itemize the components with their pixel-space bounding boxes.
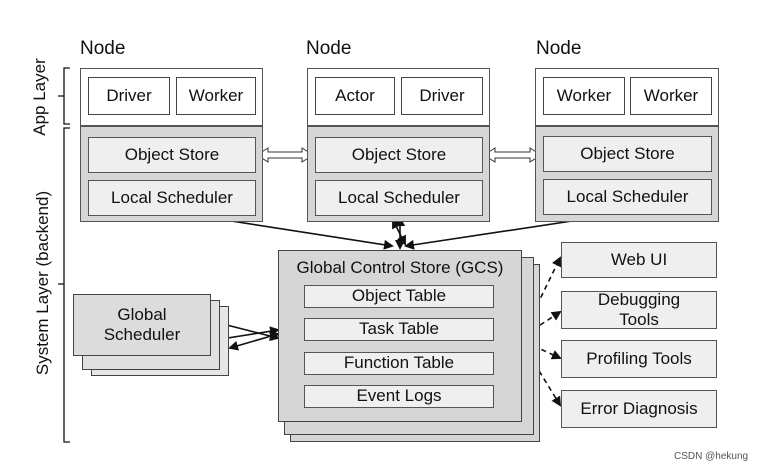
node-2-actor: Actor <box>315 77 395 115</box>
gcs-task-table: Task Table <box>304 318 494 341</box>
node-1-driver: Driver <box>88 77 170 115</box>
node-2-object-store: Object Store <box>315 137 483 173</box>
gcs-function-table: Function Table <box>304 352 494 375</box>
tool-error-diagnosis: Error Diagnosis <box>561 390 717 428</box>
arrow-gs-gcs-3 <box>228 331 280 351</box>
gcs-event-logs: Event Logs <box>304 385 494 408</box>
tool-web-ui: Web UI <box>561 242 717 278</box>
node-3-worker-2: Worker <box>630 77 712 115</box>
node-1-object-store: Object Store <box>88 137 256 173</box>
arrow-gcs-profiling <box>524 341 562 360</box>
gcs-title: Global Control Store (GCS) <box>296 258 504 277</box>
node-1-title: Node <box>80 38 126 59</box>
node-2-driver: Driver <box>401 77 483 115</box>
arrow-ls2-gcs-b <box>392 218 406 246</box>
node-2-title: Node <box>306 38 352 59</box>
global-scheduler: Global Scheduler <box>73 294 211 356</box>
node-1-worker: Worker <box>176 77 256 115</box>
node-3-local-scheduler: Local Scheduler <box>543 179 712 215</box>
node-3-title: Node <box>536 38 582 59</box>
node-3-worker-1: Worker <box>543 77 625 115</box>
watermark: CSDN @hekung <box>674 451 749 462</box>
node-2-local-scheduler: Local Scheduler <box>315 180 483 216</box>
node-1-local-scheduler: Local Scheduler <box>88 180 256 216</box>
arrow-gcs-debug <box>524 310 562 336</box>
tool-debugging: Debugging Tools <box>561 290 717 329</box>
app-layer-bracket <box>58 67 70 125</box>
tool-profiling: Profiling Tools <box>561 340 717 378</box>
system-layer-bracket <box>58 127 70 443</box>
node-3-object-store: Object Store <box>543 136 712 172</box>
object-store-link-2 <box>483 147 542 163</box>
gcs-object-table: Object Table <box>304 285 494 308</box>
object-store-link-1 <box>256 147 314 163</box>
